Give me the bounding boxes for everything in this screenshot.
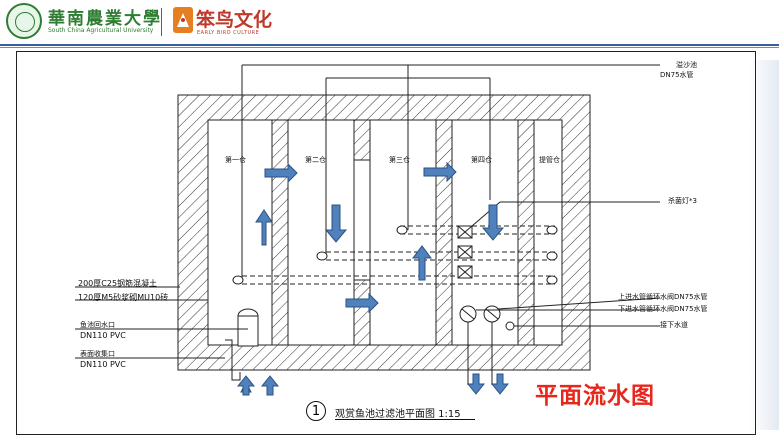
- brand-name-en: EARLY BIRD CULTURE: [197, 30, 260, 36]
- header-rule-thin: [0, 47, 779, 48]
- decorative-side-fade: [749, 60, 779, 430]
- label-return-pipe: DN110 PVC: [80, 331, 126, 340]
- inner-wall-1: [271, 119, 289, 346]
- label-drain: 接下水道: [660, 321, 688, 329]
- inner-wall-2: [353, 119, 371, 161]
- uv-lamp-icon: [457, 225, 473, 279]
- figure-number: 1: [306, 401, 326, 421]
- university-name-en: South China Agricultural University: [48, 27, 154, 34]
- figure-title-underline: [335, 419, 475, 420]
- flow-arrows: [236, 161, 510, 396]
- chamber-label-5: 提管仓: [539, 156, 560, 164]
- label-wall-concrete: 200厚C25钢筋混凝土: [78, 279, 158, 288]
- label-return-inlet: 鱼池回水口: [80, 321, 115, 329]
- label-wall-brick: 120厚M5砂浆砌MU10砖: [78, 293, 169, 302]
- label-surface-inlet: 表面收集口: [80, 350, 115, 358]
- slide-header: 華南農業大學 South China Agricultural Universi…: [0, 0, 779, 44]
- label-uv-lamp: 杀菌灯*3: [668, 197, 697, 205]
- slide-title: 平面流水图: [535, 383, 655, 409]
- label-upper-pipe: 上进水管循环水阀DN75水管: [618, 293, 708, 301]
- brand-name-cn: 笨鸟文化: [196, 9, 273, 31]
- drawing-frame: [16, 51, 756, 435]
- chamber-label-4: 第四仓: [471, 156, 492, 164]
- label-surface-pipe: DN110 PVC: [80, 360, 126, 369]
- chamber-label-1: 第一仓: [225, 156, 246, 164]
- chamber-label-3: 第三仓: [389, 156, 410, 164]
- university-seal-icon: [6, 3, 42, 39]
- figure-title: 观赏鱼池过滤池平面图 1:15: [335, 409, 461, 420]
- inner-wall-4: [517, 119, 535, 346]
- bird-logo-icon: [173, 7, 193, 33]
- inner-wall-2b: [353, 279, 371, 346]
- chamber-label-2: 第二仓: [305, 156, 326, 164]
- header-rule: [0, 44, 779, 46]
- university-name-cn: 華南農業大學: [48, 9, 162, 29]
- logo-divider: [161, 8, 162, 36]
- inner-wall-3: [435, 119, 453, 346]
- university-logo: 華南農業大學 South China Agricultural Universi…: [6, 3, 196, 39]
- label-overflow-pipe: DN75水管: [660, 71, 694, 79]
- brand-logo: 笨鸟文化 EARLY BIRD CULTURE: [172, 3, 282, 41]
- label-overflow: 溢沙池: [676, 61, 697, 69]
- label-lower-pipe: 下进水管循环水阀DN75水管: [618, 305, 708, 313]
